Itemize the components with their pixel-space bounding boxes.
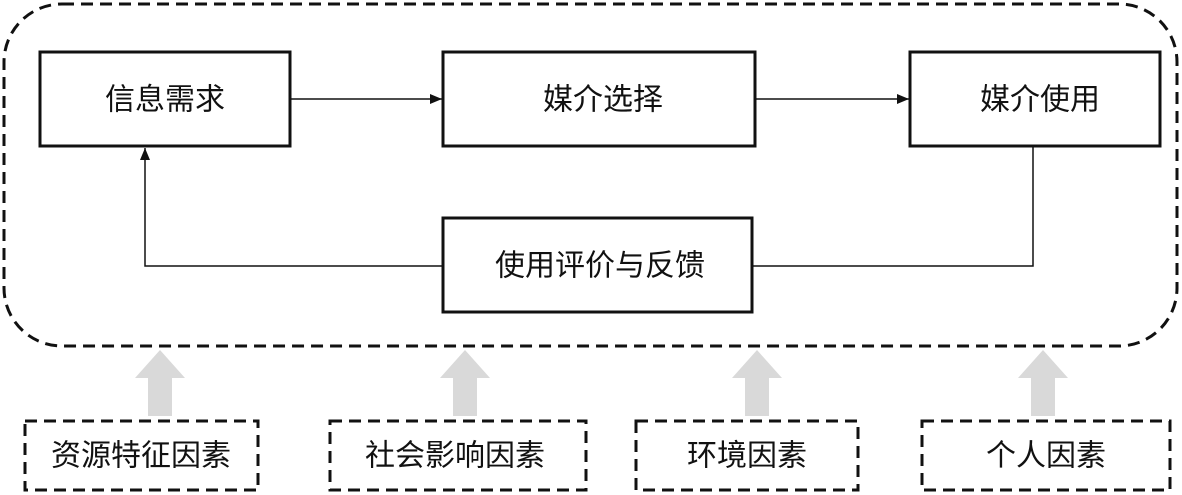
node-media-choice-label: 媒介选择 [543,83,663,118]
influence-arrow-personal [1018,350,1068,416]
factor-environment: 环境因素 [634,419,860,492]
factor-social-label: 社会影响因素 [365,439,545,474]
process-boundary [2,2,1179,348]
node-info-need: 信息需求 [38,50,292,148]
factor-personal-label: 个人因素 [986,439,1106,474]
edge-media-use-to-feedback [753,147,1034,267]
factor-social: 社会影响因素 [328,419,588,492]
factor-resource: 资源特征因素 [23,419,260,492]
influence-arrow-social [440,350,490,416]
node-info-need-label: 信息需求 [105,83,225,118]
node-media-use-label: 媒介使用 [980,83,1100,118]
influence-arrow-resource [135,350,185,416]
factor-resource-label: 资源特征因素 [51,439,231,474]
factor-personal: 个人因素 [920,419,1172,492]
node-media-use: 媒介使用 [908,50,1162,148]
node-feedback: 使用评价与反馈 [441,216,754,314]
factor-environment-label: 环境因素 [687,439,807,474]
influence-arrow-environment [732,350,782,416]
node-feedback-label: 使用评价与反馈 [495,249,705,284]
node-media-choice: 媒介选择 [441,50,757,148]
edge-feedback-to-info-need [140,148,443,267]
